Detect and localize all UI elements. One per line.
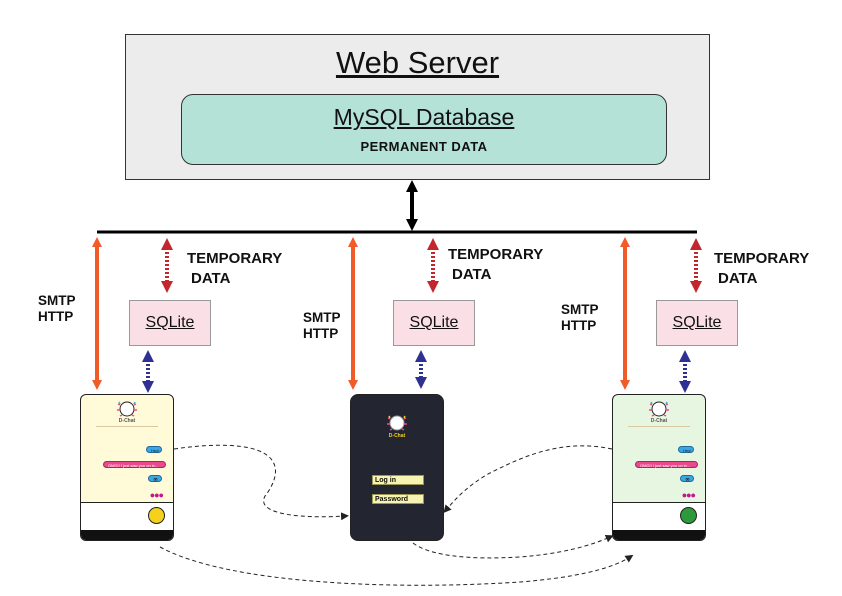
chat-bubble-incoming: Hey! xyxy=(678,446,694,453)
app-name: D-Chat xyxy=(388,433,406,439)
typing-dots-icon: ●●● xyxy=(149,490,164,500)
temporary-word: TEMPORARY xyxy=(187,250,283,267)
temporary-data-label: TEMPORARY DATA xyxy=(187,249,282,289)
protocol-label: SMTP HTTP xyxy=(561,302,599,334)
protocol-http: HTTP xyxy=(303,326,339,341)
data-word: DATA xyxy=(191,270,231,287)
temporary-data-label: TEMPORARY DATA xyxy=(448,245,543,285)
sqlite-box: SQLite xyxy=(129,300,211,346)
server-title: Web Server xyxy=(335,45,500,80)
typing-dots-icon: ●●● xyxy=(681,490,696,500)
message-flow-curve xyxy=(159,546,634,586)
protocol-label: SMTP HTTP xyxy=(303,310,341,342)
sqlite-box: SQLite xyxy=(393,300,475,346)
protocol-smtp: SMTP xyxy=(561,302,599,317)
chat-footer xyxy=(81,502,173,530)
password-field[interactable]: Password xyxy=(372,494,424,504)
app-name: D-Chat xyxy=(118,418,136,424)
app-logo-icon xyxy=(117,401,137,417)
phone-chat-yellow: D-Chat Hey! OMG!! I just saw you on tv..… xyxy=(80,394,174,541)
header-divider xyxy=(96,426,158,427)
phone-bezel xyxy=(613,530,705,540)
chat-bubble-incoming: 👁 xyxy=(148,475,162,482)
mysql-database-box: MySQL Database PERMANENT DATA xyxy=(181,94,667,165)
chat-bubble-outgoing: OMG!! I just saw you on tv... xyxy=(635,461,698,468)
message-flow-curve xyxy=(173,444,349,521)
web-server-box: Web Server MySQL Database PERMANENT DATA xyxy=(125,34,710,180)
chat-bubble-incoming: Hey! xyxy=(146,446,162,453)
app-logo-icon xyxy=(649,401,669,417)
app-logo-icon xyxy=(387,415,407,431)
database-subtitle: PERMANENT DATA xyxy=(360,139,488,154)
temporary-word: TEMPORARY xyxy=(448,246,544,263)
sqlite-box: SQLite xyxy=(656,300,738,346)
chat-bubble-incoming: 👁 xyxy=(680,475,694,482)
protocol-label: SMTP HTTP xyxy=(38,293,76,325)
temporary-data-label: TEMPORARY DATA xyxy=(714,249,809,289)
protocol-http: HTTP xyxy=(38,309,74,324)
data-word: DATA xyxy=(452,266,492,283)
phone-login-dark: D-Chat Log in Password xyxy=(350,394,444,541)
surprised-face-icon[interactable] xyxy=(148,507,165,524)
message-flow-curve xyxy=(412,534,614,559)
app-name: D-Chat xyxy=(650,418,668,424)
chat-footer xyxy=(613,502,705,530)
temporary-word: TEMPORARY xyxy=(714,250,810,267)
protocol-smtp: SMTP xyxy=(303,310,341,325)
protocol-http: HTTP xyxy=(561,318,597,333)
protocol-smtp: SMTP xyxy=(38,293,76,308)
phone-bezel xyxy=(81,530,173,540)
chat-bubble-outgoing: OMG!! I just saw you on tv... xyxy=(103,461,166,468)
database-title: MySQL Database xyxy=(333,104,515,130)
surprised-face-icon[interactable] xyxy=(680,507,697,524)
message-flow-curve xyxy=(443,445,613,514)
login-field[interactable]: Log in xyxy=(372,475,424,485)
header-divider xyxy=(628,426,690,427)
phone-chat-green: D-Chat Hey! OMG!! I just saw you on tv..… xyxy=(612,394,706,541)
data-word: DATA xyxy=(718,270,758,287)
